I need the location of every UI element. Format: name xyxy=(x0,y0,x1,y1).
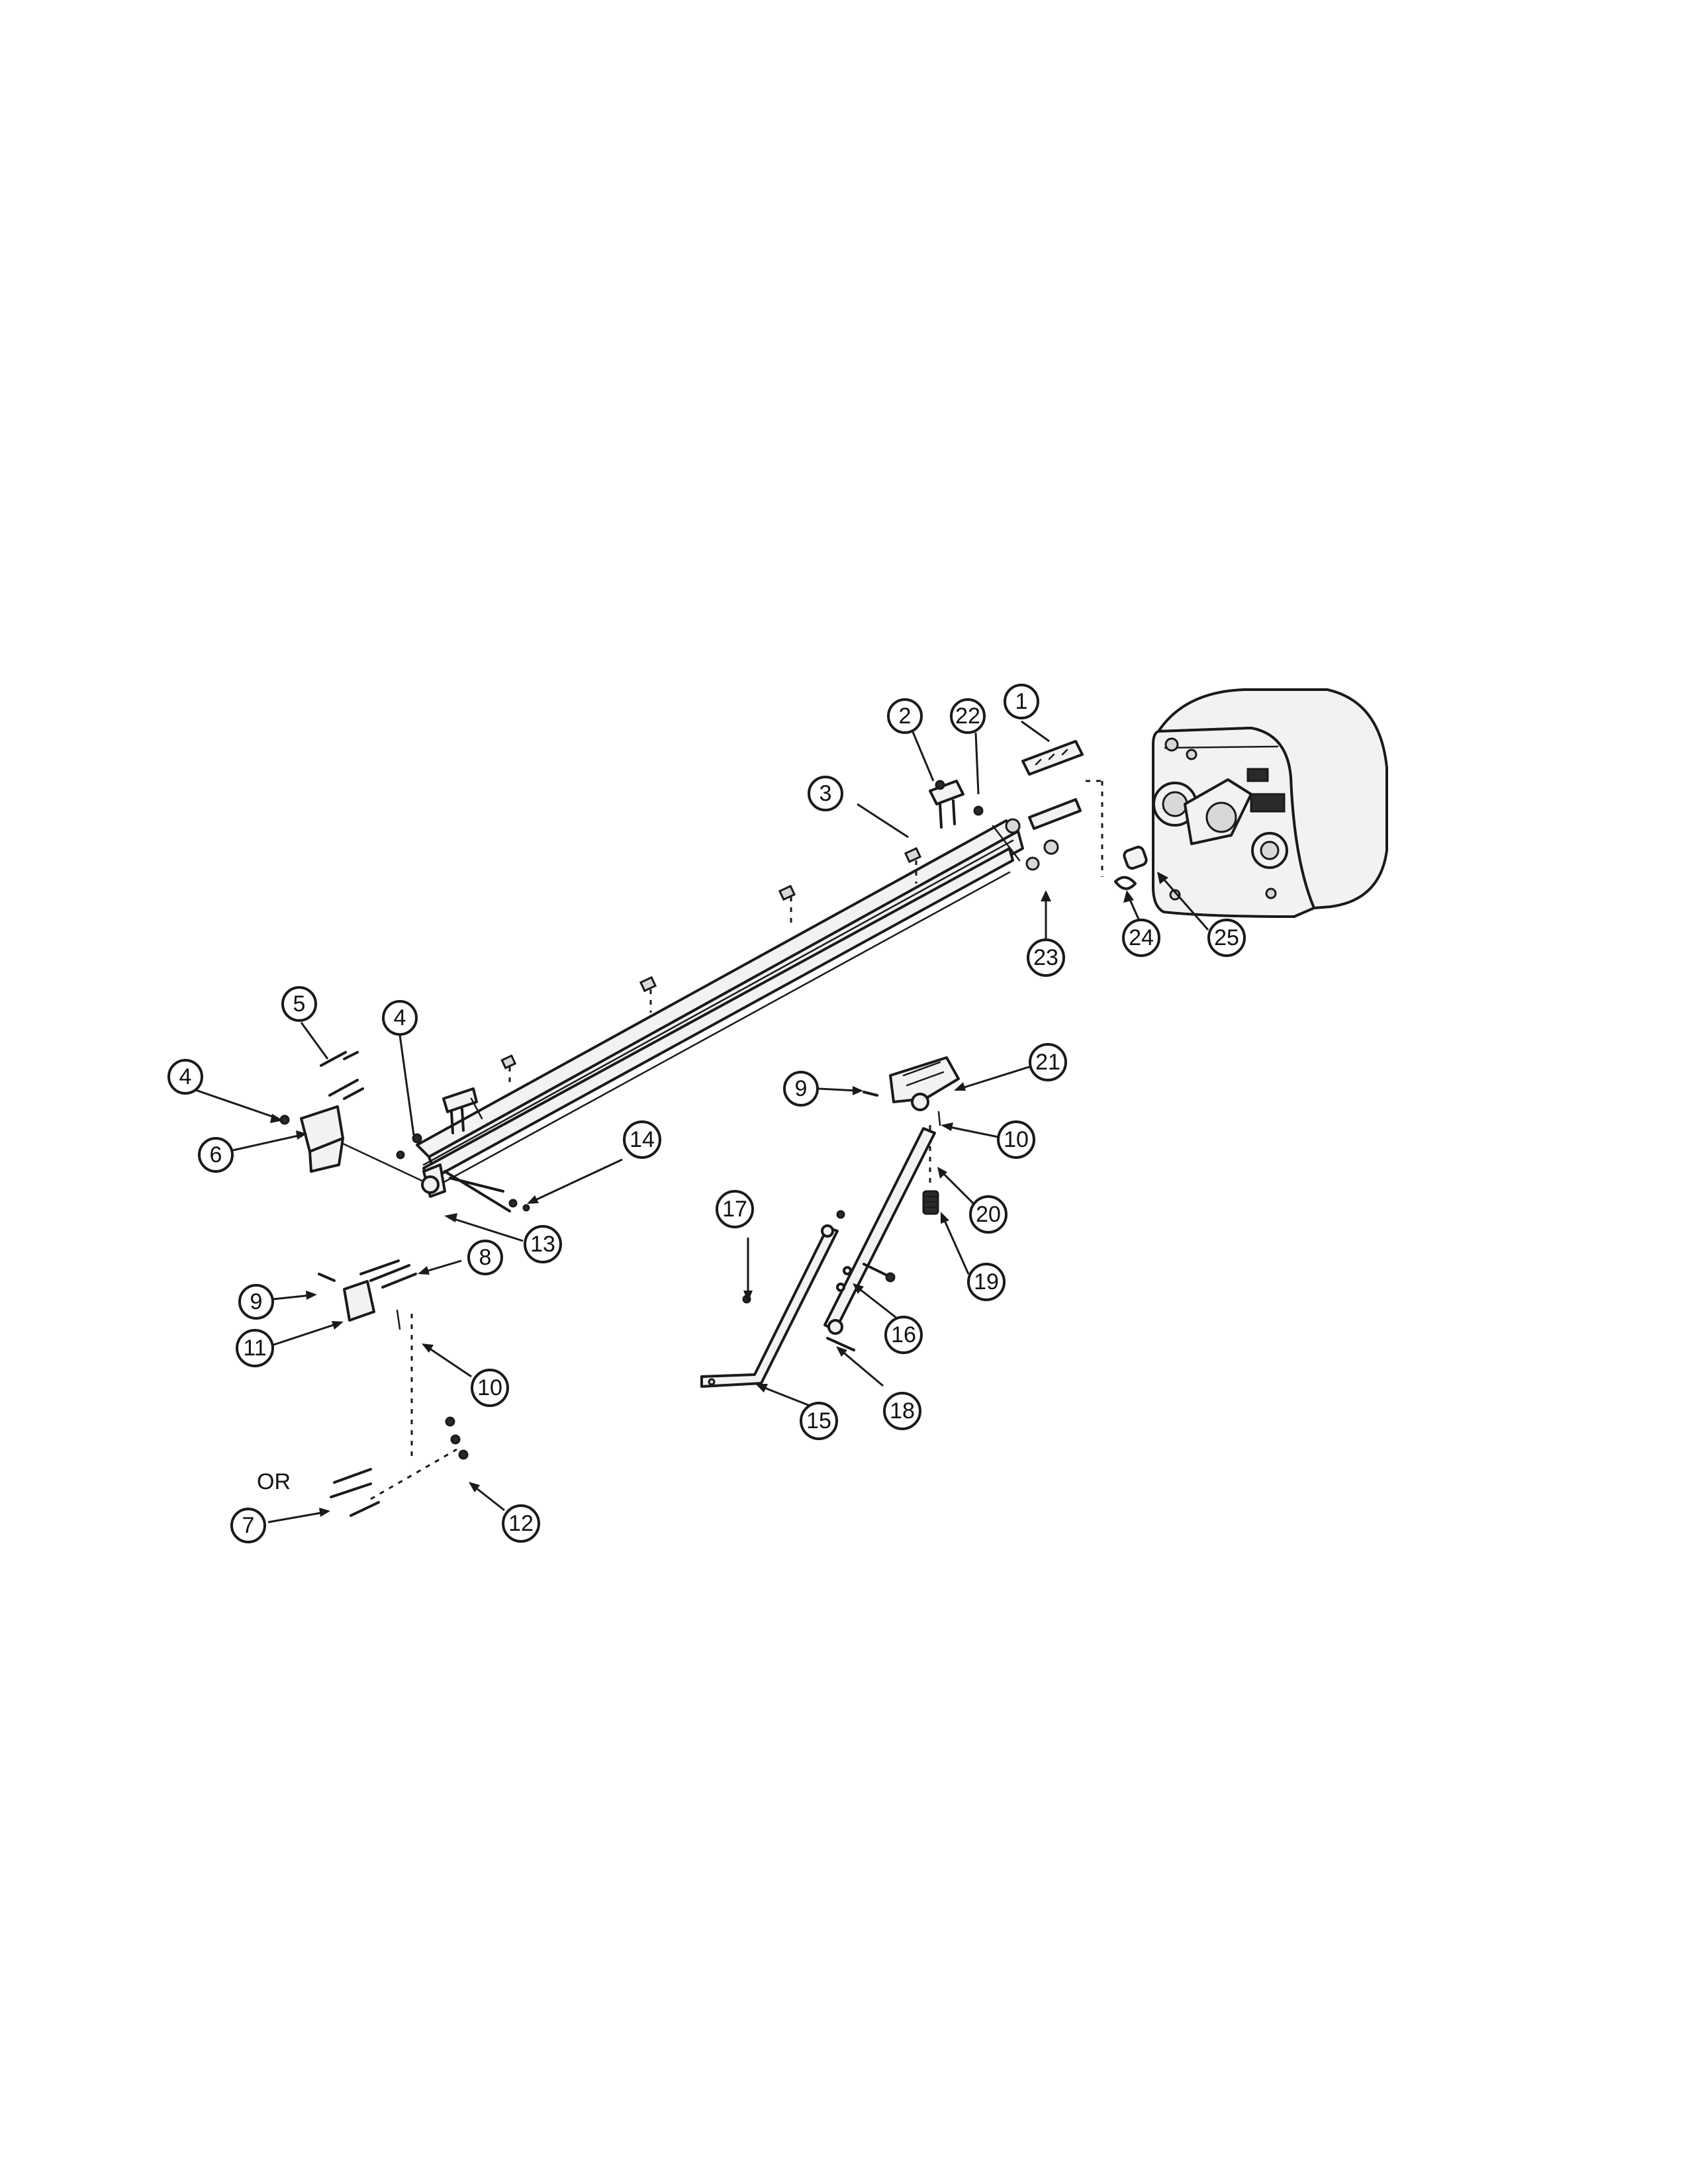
callout-24: 24 xyxy=(1122,919,1160,957)
callout-23: 23 xyxy=(1027,938,1065,977)
callout-label: 7 xyxy=(242,1513,255,1538)
callout-2: 2 xyxy=(887,698,923,734)
callout-8: 8 xyxy=(467,1240,503,1275)
motor-unit xyxy=(1152,688,1388,918)
callout-label: 3 xyxy=(820,781,832,806)
callout-label: 10 xyxy=(1004,1127,1029,1152)
callout-label: 14 xyxy=(630,1127,655,1152)
door-bracket-assembly xyxy=(318,1259,469,1517)
callout-label: 6 xyxy=(210,1142,222,1167)
callout-12: 12 xyxy=(502,1504,540,1543)
callout-label: 13 xyxy=(530,1232,555,1257)
callout-label: 9 xyxy=(795,1076,808,1101)
callout-11: 11 xyxy=(236,1329,274,1367)
callout-1: 1 xyxy=(1004,684,1039,719)
header-bracket-assembly xyxy=(279,1051,530,1212)
callout-14: 14 xyxy=(623,1120,661,1159)
callout-20: 20 xyxy=(969,1195,1008,1234)
callout-label: 1 xyxy=(1015,689,1028,714)
callout-label: 21 xyxy=(1035,1050,1060,1075)
callout-4-left: 4 xyxy=(167,1059,203,1095)
callout-label: 17 xyxy=(722,1197,747,1222)
callout-15: 15 xyxy=(800,1402,838,1440)
callout-22: 22 xyxy=(950,698,986,734)
callout-label: 23 xyxy=(1033,945,1058,970)
callout-5: 5 xyxy=(281,986,317,1022)
callout-label: 25 xyxy=(1214,925,1239,950)
callout-label: 2 xyxy=(899,704,912,729)
callout-label: 12 xyxy=(508,1511,534,1536)
callout-label: 4 xyxy=(394,1005,406,1030)
part-23-bracket xyxy=(992,798,1082,871)
callout-label: 9 xyxy=(250,1289,263,1314)
callout-19: 19 xyxy=(967,1263,1006,1301)
leader-arrows xyxy=(181,720,1209,1524)
callout-21: 21 xyxy=(1029,1043,1067,1081)
callout-label: 19 xyxy=(974,1269,999,1295)
callout-3: 3 xyxy=(808,776,843,811)
callout-label: 24 xyxy=(1129,925,1154,950)
callout-label: 22 xyxy=(955,704,980,729)
callout-10-right: 10 xyxy=(997,1120,1035,1159)
callout-label: 20 xyxy=(976,1202,1001,1227)
callout-label: 8 xyxy=(479,1245,492,1270)
part-24-25-pin xyxy=(1114,845,1148,890)
callout-label: 11 xyxy=(243,1336,266,1361)
callout-9-left: 9 xyxy=(238,1284,274,1320)
callout-25: 25 xyxy=(1207,919,1246,957)
part-2-trolley xyxy=(929,780,984,829)
callout-10-left: 10 xyxy=(471,1369,509,1407)
callout-18: 18 xyxy=(883,1392,921,1430)
callout-label: 16 xyxy=(891,1322,916,1347)
callout-label: 4 xyxy=(179,1064,192,1089)
callout-17: 17 xyxy=(716,1190,754,1228)
part-1-cover xyxy=(1021,740,1084,776)
callout-13: 13 xyxy=(524,1225,562,1263)
callout-4-right: 4 xyxy=(382,1000,418,1036)
or-label: OR xyxy=(257,1469,291,1494)
callout-9-right: 9 xyxy=(783,1071,819,1107)
callout-label: 15 xyxy=(806,1408,831,1433)
callout-label: 10 xyxy=(477,1375,502,1400)
trolley-arm-assembly xyxy=(700,1056,960,1388)
callout-6: 6 xyxy=(198,1137,234,1173)
rail-assembly xyxy=(416,819,1024,1198)
callout-7: 7 xyxy=(230,1508,266,1543)
callout-label: 5 xyxy=(293,991,306,1017)
callout-16: 16 xyxy=(884,1316,923,1354)
callout-label: 18 xyxy=(890,1398,915,1424)
